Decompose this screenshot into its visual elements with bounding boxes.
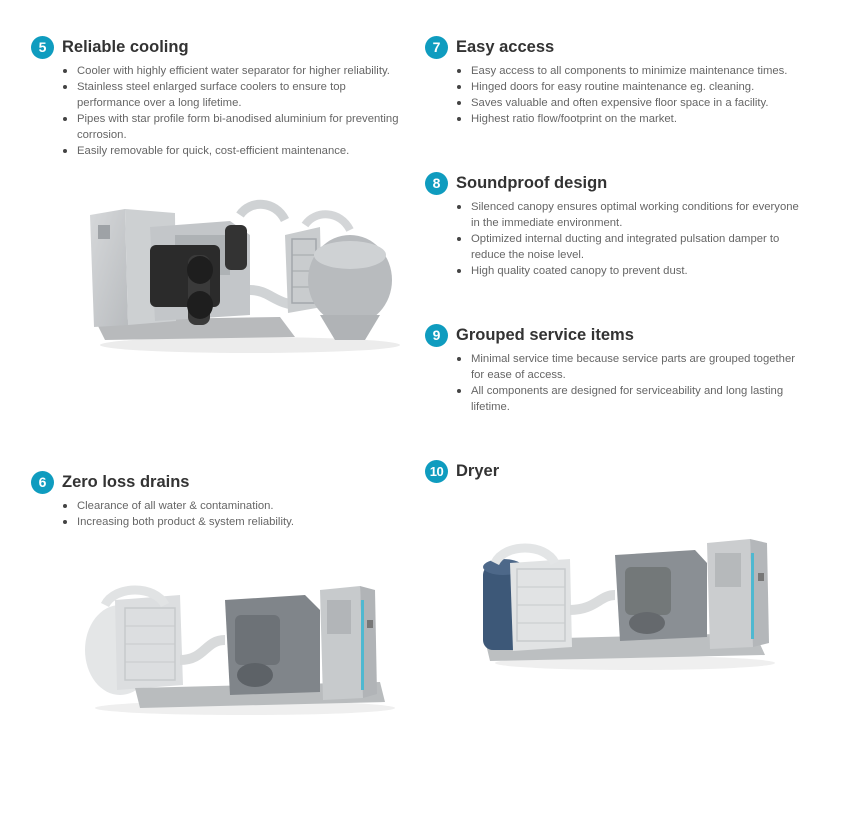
bullet-list: Clearance of all water & contamination. …: [31, 498, 411, 530]
section-reliable-cooling: 5 Reliable cooling Cooler with highly ef…: [31, 35, 411, 159]
section-title: Grouped service items: [456, 325, 634, 344]
bullet-item: Increasing both product & system reliabi…: [63, 514, 411, 530]
bullet-list: Easy access to all components to minimiz…: [425, 63, 815, 127]
bullet-item: Silenced canopy ensures optimal working …: [457, 199, 805, 231]
section-number-badge: 6: [31, 470, 54, 494]
bullet-item: Stainless steel enlarged surface coolers…: [63, 79, 411, 111]
bullet-list: Minimal service time because service par…: [425, 351, 805, 415]
section-number-badge: 10: [425, 459, 448, 483]
section-soundproof-design: 8 Soundproof design Silenced canopy ensu…: [425, 171, 805, 279]
bullet-item: Cooler with highly efficient water separ…: [63, 63, 411, 79]
bullet-item: High quality coated canopy to prevent du…: [457, 263, 805, 279]
bullet-item: Pipes with star profile form bi-anodised…: [63, 111, 411, 143]
bullet-item: Clearance of all water & contamination.: [63, 498, 411, 514]
machine-image-reliable-cooling: [90, 199, 400, 353]
section-number-badge: 9: [425, 323, 448, 347]
section-title: Dryer: [456, 461, 500, 480]
section-zero-loss-drains: 6 Zero loss drains Clearance of all wate…: [31, 470, 411, 530]
bullet-item: Easy access to all components to minimiz…: [457, 63, 815, 79]
section-number-badge: 7: [425, 35, 448, 59]
highlighted-cooler: [150, 225, 247, 325]
section-number-badge: 8: [425, 171, 448, 195]
machine-image-dryer: [483, 539, 775, 670]
bullet-list: Silenced canopy ensures optimal working …: [425, 199, 805, 279]
bullet-item: Highest ratio flow/footprint on the mark…: [457, 111, 815, 127]
section-number-badge: 5: [31, 35, 54, 59]
bullet-item: All components are designed for servicea…: [457, 383, 805, 415]
section-dryer: 10 Dryer: [425, 459, 805, 483]
section-grouped-service-items: 9 Grouped service items Minimal service …: [425, 323, 805, 415]
bullet-list: Cooler with highly efficient water separ…: [31, 63, 411, 159]
section-title: Soundproof design: [456, 173, 608, 192]
section-easy-access: 7 Easy access Easy access to all compone…: [425, 35, 815, 127]
section-title: Easy access: [456, 37, 555, 56]
bullet-item: Optimized internal ducting and integrate…: [457, 231, 805, 263]
bullet-item: Saves valuable and often expensive floor…: [457, 95, 815, 111]
bullet-item: Hinged doors for easy routine maintenanc…: [457, 79, 815, 95]
bullet-item: Easily removable for quick, cost-efficie…: [63, 143, 411, 159]
section-title: Reliable cooling: [62, 37, 189, 56]
machine-image-zero-loss-drains: [85, 585, 395, 715]
section-title: Zero loss drains: [62, 472, 190, 491]
bullet-item: Minimal service time because service par…: [457, 351, 805, 383]
